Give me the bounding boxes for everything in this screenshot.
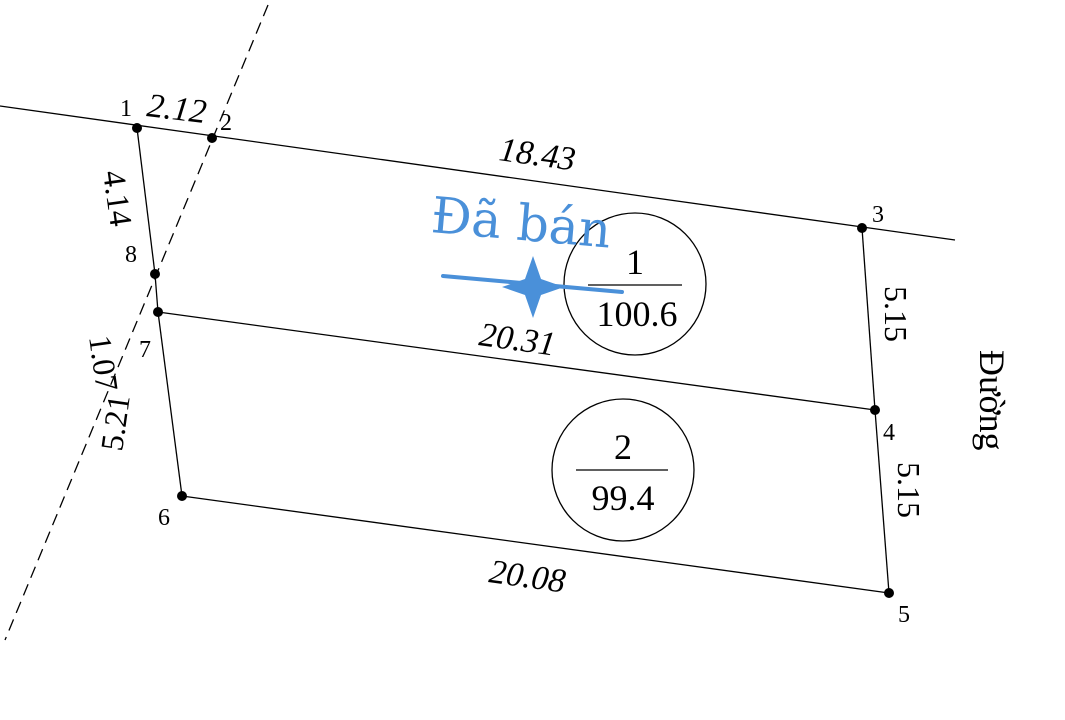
edge-7-8-length: 1.07 (82, 333, 125, 393)
point-5-label: 5 (898, 602, 910, 628)
edge-2-3-length: 18.43 (497, 131, 578, 178)
point-2-marker (207, 133, 217, 143)
point-6-marker (177, 491, 187, 501)
sold-stamp-star-icon (502, 256, 564, 318)
edge-6-7-length: 5.21 (93, 393, 136, 453)
edge-8-1 (136, 127, 156, 275)
edge-3-4 (861, 227, 876, 411)
edge-4-5 (874, 409, 890, 594)
point-8-marker (150, 269, 160, 279)
point-8-label: 8 (125, 242, 137, 268)
point-7-marker (153, 307, 163, 317)
point-5-marker (884, 588, 894, 598)
point-4-marker (870, 405, 880, 415)
point-7-label: 7 (139, 337, 151, 363)
edge-8-7 (154, 273, 159, 313)
edge-1-2-length: 2.12 (145, 87, 209, 131)
point-3-label: 3 (872, 202, 884, 228)
lot-2-circle (551, 398, 695, 542)
point-1-label: 1 (120, 96, 132, 122)
sold-stamp-text: Đã bán (429, 186, 613, 259)
lot-1-number: 1 (626, 242, 644, 282)
edge-5-6-length: 20.08 (487, 553, 568, 600)
edge-7-6 (157, 311, 183, 497)
road-label: Đường (972, 350, 1012, 451)
extension-line-top (0, 105, 956, 241)
lot-2-number: 2 (614, 427, 632, 467)
point-1-marker (132, 123, 142, 133)
edge-8-1-length: 4.14 (96, 168, 139, 228)
lot-2-area: 99.4 (592, 478, 655, 518)
point-4-label: 4 (883, 420, 895, 446)
edge-7-4 (157, 311, 876, 411)
edge-6-5 (181, 495, 890, 594)
edge-4-5-length: 5.15 (891, 462, 927, 518)
point-3-marker (857, 223, 867, 233)
dashed-reference-line (4, 4, 269, 641)
point-6-label: 6 (158, 505, 170, 531)
edge-3-4-length: 5.15 (878, 286, 914, 342)
lot-1-circle (563, 212, 707, 356)
lot-1-area: 100.6 (597, 294, 678, 334)
point-2-label: 2 (220, 110, 232, 136)
edge-7-4-length: 20.31 (477, 316, 558, 363)
